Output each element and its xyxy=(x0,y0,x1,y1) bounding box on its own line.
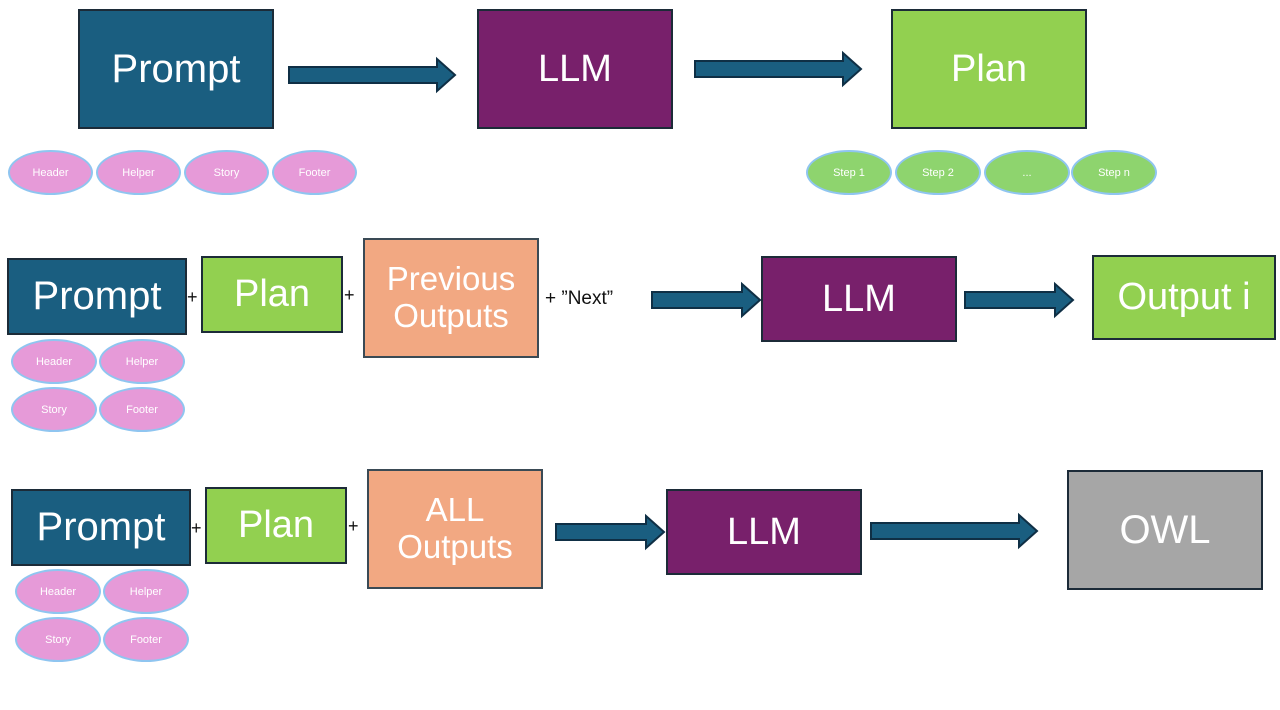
row2-tag-helper: Helper xyxy=(99,339,185,384)
row2-plus-2: + xyxy=(344,285,355,305)
row2-prompt-label: Prompt xyxy=(32,274,162,319)
row1-step-n: Step n xyxy=(1071,150,1157,195)
row3-llm-label: LLM xyxy=(727,510,801,553)
row2-next-text: + ”Next” xyxy=(545,288,614,309)
row3-tag-helper: Helper xyxy=(103,569,189,614)
row3-arrow-to-llm xyxy=(555,513,666,551)
row2-previous-outputs-label: Previous Outputs xyxy=(386,260,516,334)
row2-tag-header: Header xyxy=(11,339,97,384)
row1-tag-footer-label: Footer xyxy=(298,166,331,179)
row3-tag-helper-label: Helper xyxy=(129,585,163,598)
row3-all-outputs-label: ALL Outputs xyxy=(397,491,513,565)
row3-tag-footer: Footer xyxy=(103,617,189,662)
row2-plan-label: Plan xyxy=(233,273,311,316)
row3-all-outputs-box: ALL Outputs xyxy=(367,469,543,589)
row2-plus-1: + xyxy=(187,287,198,307)
row1-step-2: Step 2 xyxy=(895,150,981,195)
row3-tag-header: Header xyxy=(15,569,101,614)
row1-plan-box: Plan xyxy=(891,9,1087,129)
row2-arrow-to-output xyxy=(964,281,1075,319)
row1-step-n-label: Step n xyxy=(1098,166,1130,179)
row1-prompt-label: Prompt xyxy=(111,46,241,91)
row3-prompt-box: Prompt xyxy=(11,489,191,566)
row3-plus-2: + xyxy=(348,516,359,536)
row2-llm-label: LLM xyxy=(822,277,896,320)
row1-step-ellipsis-label: ... xyxy=(1022,166,1032,179)
row1-arrow-llm-to-plan xyxy=(694,50,863,88)
row1-llm-label: LLM xyxy=(538,47,612,90)
row3-tag-story: Story xyxy=(15,617,101,662)
row3-tag-header-label: Header xyxy=(39,585,77,598)
row2-previous-outputs-box: Previous Outputs xyxy=(363,238,539,358)
row3-owl-label: OWL xyxy=(1119,507,1211,552)
row1-tag-story: Story xyxy=(184,150,269,195)
row1-step-1: Step 1 xyxy=(806,150,892,195)
row2-tag-footer: Footer xyxy=(99,387,185,432)
row1-step-1-label: Step 1 xyxy=(833,166,865,179)
row1-prompt-box: Prompt xyxy=(78,9,274,129)
row2-tag-story-label: Story xyxy=(41,403,67,416)
row2-tag-footer-label: Footer xyxy=(126,403,158,416)
row1-plan-label: Plan xyxy=(950,47,1028,90)
row3-plan-label: Plan xyxy=(237,504,315,547)
row1-arrow-prompt-to-llm xyxy=(288,56,457,94)
row1-tag-footer: Footer xyxy=(272,150,357,195)
row2-plan-box: Plan xyxy=(201,256,343,333)
row1-tag-header-label: Header xyxy=(32,166,69,179)
row3-plus-1: + xyxy=(191,518,202,538)
row3-tag-footer-label: Footer xyxy=(130,633,162,646)
row2-output-label: Output i xyxy=(1117,276,1251,319)
row2-arrow-to-llm xyxy=(651,281,762,319)
row3-llm-box: LLM xyxy=(666,489,862,575)
row2-llm-box: LLM xyxy=(761,256,957,342)
row3-tag-story-label: Story xyxy=(45,633,71,646)
row1-step-2-label: Step 2 xyxy=(922,166,954,179)
row2-prompt-box: Prompt xyxy=(7,258,187,335)
row3-prompt-label: Prompt xyxy=(36,505,166,550)
row1-tag-helper: Helper xyxy=(96,150,181,195)
row1-tag-helper-label: Helper xyxy=(122,166,155,179)
row2-output-box: Output i xyxy=(1092,255,1276,340)
row3-plan-box: Plan xyxy=(205,487,347,564)
row1-tag-story-label: Story xyxy=(213,166,240,179)
row3-arrow-to-owl xyxy=(870,512,1039,550)
row2-tag-header-label: Header xyxy=(35,355,73,368)
row2-tag-helper-label: Helper xyxy=(125,355,159,368)
row1-tag-header: Header xyxy=(8,150,93,195)
row1-step-ellipsis: ... xyxy=(984,150,1070,195)
row1-llm-box: LLM xyxy=(477,9,673,129)
row3-owl-box: OWL xyxy=(1067,470,1263,590)
row2-tag-story: Story xyxy=(11,387,97,432)
